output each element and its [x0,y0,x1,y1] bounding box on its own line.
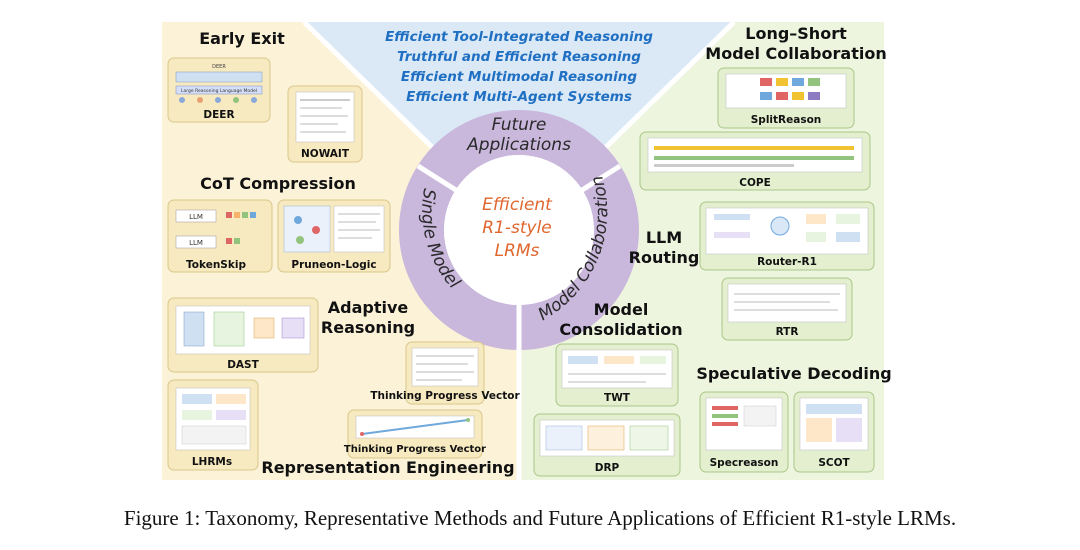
section-llm-routing-line1: LLM [646,228,682,247]
future-item-2: Truthful and Efficient Reasoning [397,49,641,65]
method-nowait: NOWAIT [301,148,350,160]
method-pruneon-logic: Pruneon-Logic [291,259,376,271]
section-cot-compression: CoT Compression [200,174,356,193]
thumbnail-dast: DAST [167,297,319,373]
section-long-short-line2: Model Collaboration [705,44,886,63]
thumbnail-lhrms: LHRMs [167,379,259,471]
thumbnail-twt: TWT [555,343,679,407]
method-thinking-progress-vector: Thinking Progress Vector [344,444,486,455]
thumbnail-deer: DEER Large Reasoning Language Model DEER [167,57,271,123]
section-model-consolidation-line2: Consolidation [559,320,682,339]
method-splitreason: SplitReason [751,114,822,126]
thumbnail-cope: COPE [639,131,871,191]
thumbnail-nowait: NOWAIT [287,85,363,163]
section-long-short-line1: Long–Short [745,24,847,43]
method-rtr: RTR [776,326,799,338]
section-speculative-decoding: Speculative Decoding [696,364,891,383]
center-line1: Efficient [482,195,553,215]
svg-text:LLM: LLM [189,213,203,221]
thumbnail-rtr: RTR [721,277,853,341]
method-drp: DRP [595,462,620,474]
svg-text:LLM: LLM [189,239,203,247]
method-seal: Thinking Progress Vector [370,390,520,402]
section-representation-engineering: Representation Engineering [261,458,514,477]
svg-text:DEER: DEER [212,64,226,70]
section-adaptive-reasoning-line1: Adaptive [328,298,409,317]
thumbnail-thinking-progress-vector: Thinking Progress Vector [344,409,486,459]
method-tokenskip: TokenSkip [186,259,246,271]
section-adaptive-reasoning-line2: Reasoning [321,318,415,337]
center-line3: LRMs [495,241,540,261]
section-llm-routing-line2: Routing [629,248,700,267]
method-cope: COPE [739,177,771,189]
method-twt: TWT [604,392,631,404]
section-early-exit: Early Exit [199,29,285,48]
thumbnail-specreason: Specreason [699,391,789,473]
ring-label-future-line1: Future [492,115,547,135]
thumbnail-drp: DRP [533,413,681,477]
method-router-r1: Router-R1 [757,256,817,268]
thumbnail-pruneon-logic: Pruneon-Logic [277,199,391,273]
thumbnail-seal: Thinking Progress Vector [370,341,520,405]
method-specreason: Specreason [710,457,779,469]
figure-caption: Figure 1: Taxonomy, Representative Metho… [123,506,957,530]
thumbnail-tokenskip: LLM LLM TokenSkip [167,199,273,273]
method-dast: DAST [227,359,259,371]
thumbnail-router-r1: Router-R1 [699,201,875,271]
method-deer: DEER [203,109,234,121]
center-line2: R1-style [482,218,552,238]
method-lhrms: LHRMs [192,456,232,468]
future-item-3: Efficient Multimodal Reasoning [401,69,637,85]
future-item-1: Efficient Tool-Integrated Reasoning [385,29,653,45]
svg-text:Large Reasoning Language Model: Large Reasoning Language Model [181,88,257,94]
thumbnail-scot: SCOT [793,391,875,473]
thumbnail-splitreason: SplitReason [717,67,855,129]
method-scot: SCOT [818,457,850,469]
future-item-4: Efficient Multi-Agent Systems [406,89,632,105]
ring-label-future-line2: Applications [466,135,571,155]
section-model-consolidation-line1: Model [594,300,649,319]
